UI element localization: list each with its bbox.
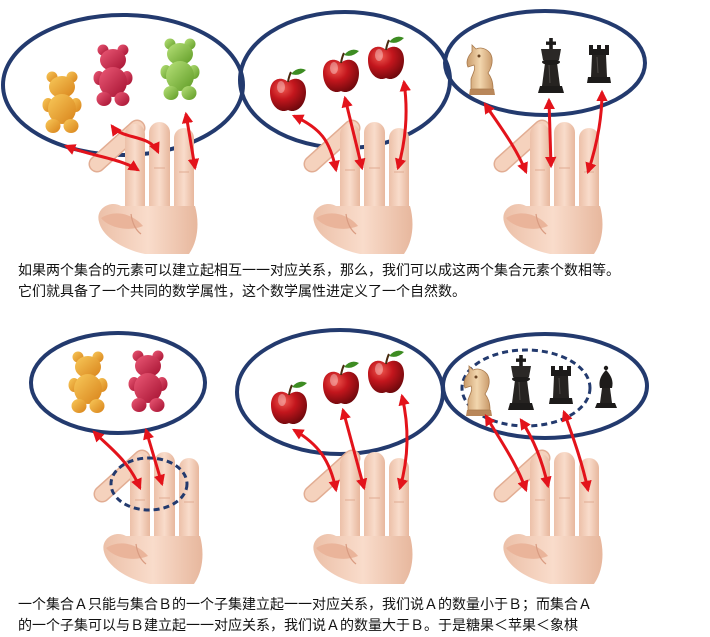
chess-piece-icon <box>507 354 535 411</box>
correspondence-arrow <box>341 95 366 171</box>
correspondence-arrow <box>543 97 557 169</box>
correspondence-arrow <box>110 124 160 155</box>
correspondence-arrow <box>339 407 368 491</box>
gummy-bear-icon <box>128 350 168 412</box>
chess-piece-icon <box>548 365 574 405</box>
correspondence-arrow <box>561 409 592 493</box>
caption-line: 一个集合Ａ只能与集合Ｂ的一个子集建立起一一对应关系，我们说Ａ的数量小于Ｂ；而集合… <box>18 597 592 613</box>
top-row <box>1 9 647 254</box>
gummy-bear-icon <box>42 71 82 133</box>
gummy-bear-icon <box>93 44 133 106</box>
three-finger-hand-icon <box>502 122 602 254</box>
correspondence-arrow <box>291 114 340 173</box>
apple-icon <box>367 349 405 395</box>
apple-icon <box>367 35 405 81</box>
correspondence-arrow <box>395 79 411 171</box>
apple-icon <box>270 380 308 426</box>
chess-piece-icon <box>586 44 612 84</box>
set-ring <box>29 331 207 435</box>
correspondence-arrow <box>63 144 140 172</box>
correspondence-arrow <box>483 102 528 175</box>
correspondence-arrow <box>143 427 165 487</box>
top-set-chess <box>443 9 647 254</box>
correspondence-arrow <box>519 418 552 489</box>
chess-piece-icon <box>463 365 493 417</box>
gummy-bear-icon <box>160 38 200 100</box>
caption-subset-comparison: 一个集合Ａ只能与集合Ｂ的一个子集建立起一一对应关系，我们说Ａ的数量小于Ｂ；而集合… <box>18 595 592 637</box>
correspondence-arrow <box>181 111 200 171</box>
three-finger-hand-icon <box>312 452 412 584</box>
bottom-set-chess <box>441 332 649 584</box>
chess-piece-icon <box>595 365 617 408</box>
chess-piece-icon <box>537 37 565 94</box>
top-set-apple <box>238 10 452 254</box>
caption-line: 它们就具备了一个共同的数学属性，这个数学属性进定义了一个自然数。 <box>18 284 466 300</box>
top-set-candy <box>1 13 245 254</box>
caption-line: 的一个子集可以与Ｂ建立起一一对应关系，我们说Ａ的数量大于Ｂ。于是糖果＜苹果＜象棋 <box>18 618 578 634</box>
correspondence-arrow <box>397 393 410 491</box>
apple-icon <box>322 360 360 406</box>
bottom-set-candy <box>29 331 207 584</box>
bottom-row <box>29 328 649 584</box>
apple-icon <box>269 67 307 113</box>
correspondence-arrow <box>585 89 608 175</box>
bottom-set-apple <box>235 328 445 584</box>
caption-line: 如果两个集合的元素可以建立起相互一一对应关系，那么，我们可以成这两个集合元素个数… <box>18 263 620 279</box>
correspondence-arrow <box>92 430 142 491</box>
chess-piece-icon <box>466 44 496 96</box>
correspondence-arrow <box>292 428 340 493</box>
correspondence-arrow <box>484 414 529 493</box>
caption-equal-sets: 如果两个集合的元素可以建立起相互一一对应关系，那么，我们可以成这两个集合元素个数… <box>18 261 620 303</box>
gummy-bear-icon <box>68 351 108 413</box>
apple-icon <box>322 48 360 94</box>
